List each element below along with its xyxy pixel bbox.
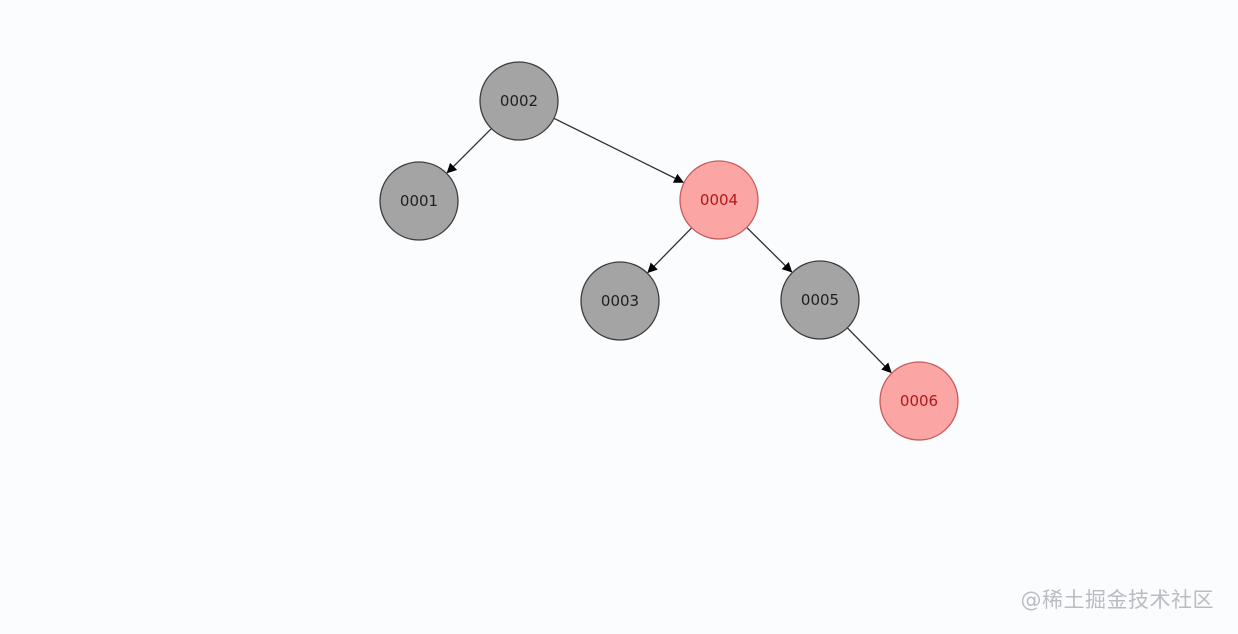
black-node-circle (379, 161, 459, 241)
edges-layer (446, 117, 892, 374)
edge-n2-n1 (446, 128, 492, 174)
node-label: 0003 (601, 292, 639, 310)
edge-n5-n6 (846, 327, 892, 374)
black-node-circle (479, 61, 559, 141)
nodes-layer: 0002 0001 0004 0003 0005 0006 (379, 61, 959, 441)
red-node-circle (679, 160, 759, 240)
tree-node-0004: 0004 (679, 160, 759, 240)
tree-node-0003: 0003 (580, 261, 660, 341)
watermark: @稀土掘金技术社区 (1020, 588, 1214, 612)
edge-n2-n4 (553, 117, 685, 183)
node-label: 0001 (400, 192, 438, 210)
edge-n4-n3 (647, 227, 693, 274)
black-node-circle (580, 261, 660, 341)
red-node-circle (879, 361, 959, 441)
tree-node-0002: 0002 (479, 61, 559, 141)
black-node-circle (780, 260, 860, 340)
node-label: 0004 (700, 191, 738, 209)
tree-node-0005: 0005 (780, 260, 860, 340)
node-label: 0002 (500, 92, 538, 110)
tree-node-0006: 0006 (879, 361, 959, 441)
tree-node-0001: 0001 (379, 161, 459, 241)
node-label: 0006 (900, 392, 938, 410)
node-label: 0005 (801, 291, 839, 309)
edge-n4-n5 (746, 226, 793, 273)
